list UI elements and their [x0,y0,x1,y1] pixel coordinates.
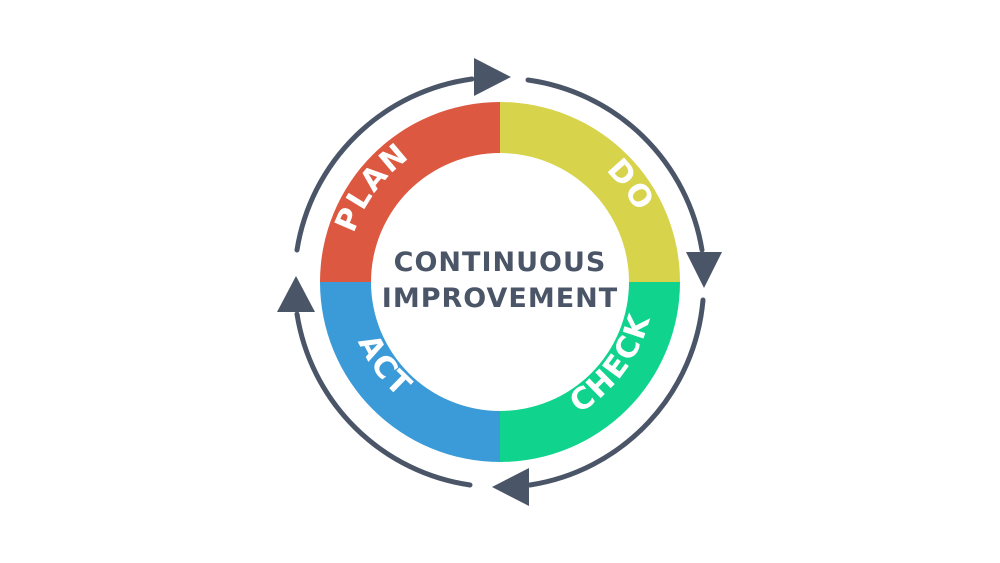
arrow-head-right-icon [686,252,722,288]
cycle-arc-bottom-left [294,311,473,488]
segment-act [320,282,500,462]
center-title-line2: IMPROVEMENT [382,283,618,314]
cycle-arc-top-left [294,76,475,253]
segment-plan [320,102,500,282]
segment-do [500,102,680,282]
segment-check [500,282,680,462]
arrow-head-bottom-icon [492,468,529,506]
arrow-head-left-icon [277,276,315,312]
cycle-arc-bottom-right [527,297,706,488]
center-title-line1: CONTINUOUS [394,247,607,278]
cycle-arc-top-right [525,77,705,253]
arrow-head-top-icon [474,58,511,96]
